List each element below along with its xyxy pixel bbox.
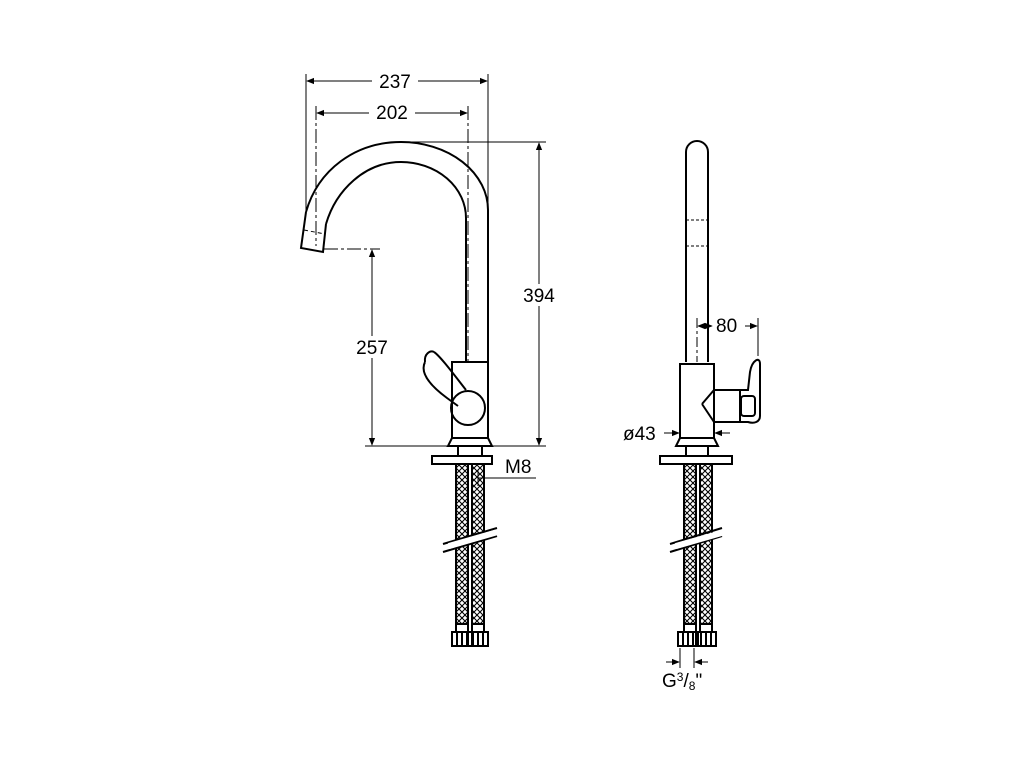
- label-bg-237: [372, 70, 418, 92]
- dim-label-connection: G3/8": [662, 670, 702, 693]
- hose-break-gap: [448, 529, 498, 549]
- connection-numerator: 3: [677, 670, 684, 684]
- side-view: [299, 140, 498, 647]
- connection-denominator: 8: [689, 679, 696, 693]
- front-spout-tube: [685, 140, 709, 362]
- front-supply-hose-right: [699, 463, 713, 625]
- spout-outer-contour: [305, 140, 489, 362]
- side-view-dimensions: [305, 74, 546, 486]
- dim-label-overall-width: 237: [379, 72, 411, 93]
- front-body-base-flange: [674, 437, 720, 447]
- front-handle-cap: [740, 395, 756, 417]
- dim-label-body-diameter: ø43: [623, 424, 656, 445]
- nozzle-aerator-line: [303, 229, 326, 235]
- front-handle-wedge: [701, 389, 715, 423]
- lever-handle-tip: [423, 350, 435, 363]
- spout-nozzle: [299, 211, 327, 254]
- connection-slash: /: [683, 671, 689, 692]
- front-hose-break-line-bottom: [669, 535, 723, 553]
- lever-handle-bottom: [433, 351, 467, 391]
- front-mounting-plate: [659, 455, 733, 465]
- dim-label-thread: M8: [505, 457, 531, 478]
- front-hose-break-line-top: [669, 527, 723, 545]
- hose-break-line-top: [442, 527, 498, 545]
- supply-hose-right: [471, 463, 485, 625]
- dim-label-spout-height: 257: [356, 338, 388, 359]
- front-hose-nut-right: [695, 631, 717, 647]
- connection-prefix: G: [662, 671, 677, 692]
- label-bg-257: [350, 336, 394, 358]
- front-hose-break-gap: [675, 529, 723, 549]
- label-bg-202: [369, 102, 415, 124]
- front-faucet-body: [679, 363, 715, 439]
- dim-label-height: 394: [523, 286, 555, 307]
- mounting-plate: [431, 455, 493, 465]
- hose-ferrule-left: [455, 623, 469, 633]
- front-view-dimensions: [664, 318, 759, 668]
- lever-hub: [450, 390, 486, 426]
- front-hose-ferrule-left: [683, 623, 697, 633]
- dim-label-handle-offset: 80: [716, 316, 737, 337]
- hose-nut-right: [467, 631, 489, 647]
- connection-suffix: ": [695, 671, 702, 692]
- body-base-flange: [446, 437, 494, 447]
- label-bg-394: [517, 284, 561, 306]
- front-handle-lever: [740, 358, 761, 424]
- dim-label-spout-reach: 202: [376, 103, 408, 124]
- spout-inner-contour: [325, 160, 467, 362]
- hose-break-line-bottom: [442, 535, 498, 553]
- front-view: [659, 140, 761, 647]
- front-hose-ferrule-right: [699, 623, 713, 633]
- front-handle-collar: [714, 389, 741, 423]
- hose-ferrule-right: [471, 623, 485, 633]
- lever-handle-top: [422, 361, 459, 407]
